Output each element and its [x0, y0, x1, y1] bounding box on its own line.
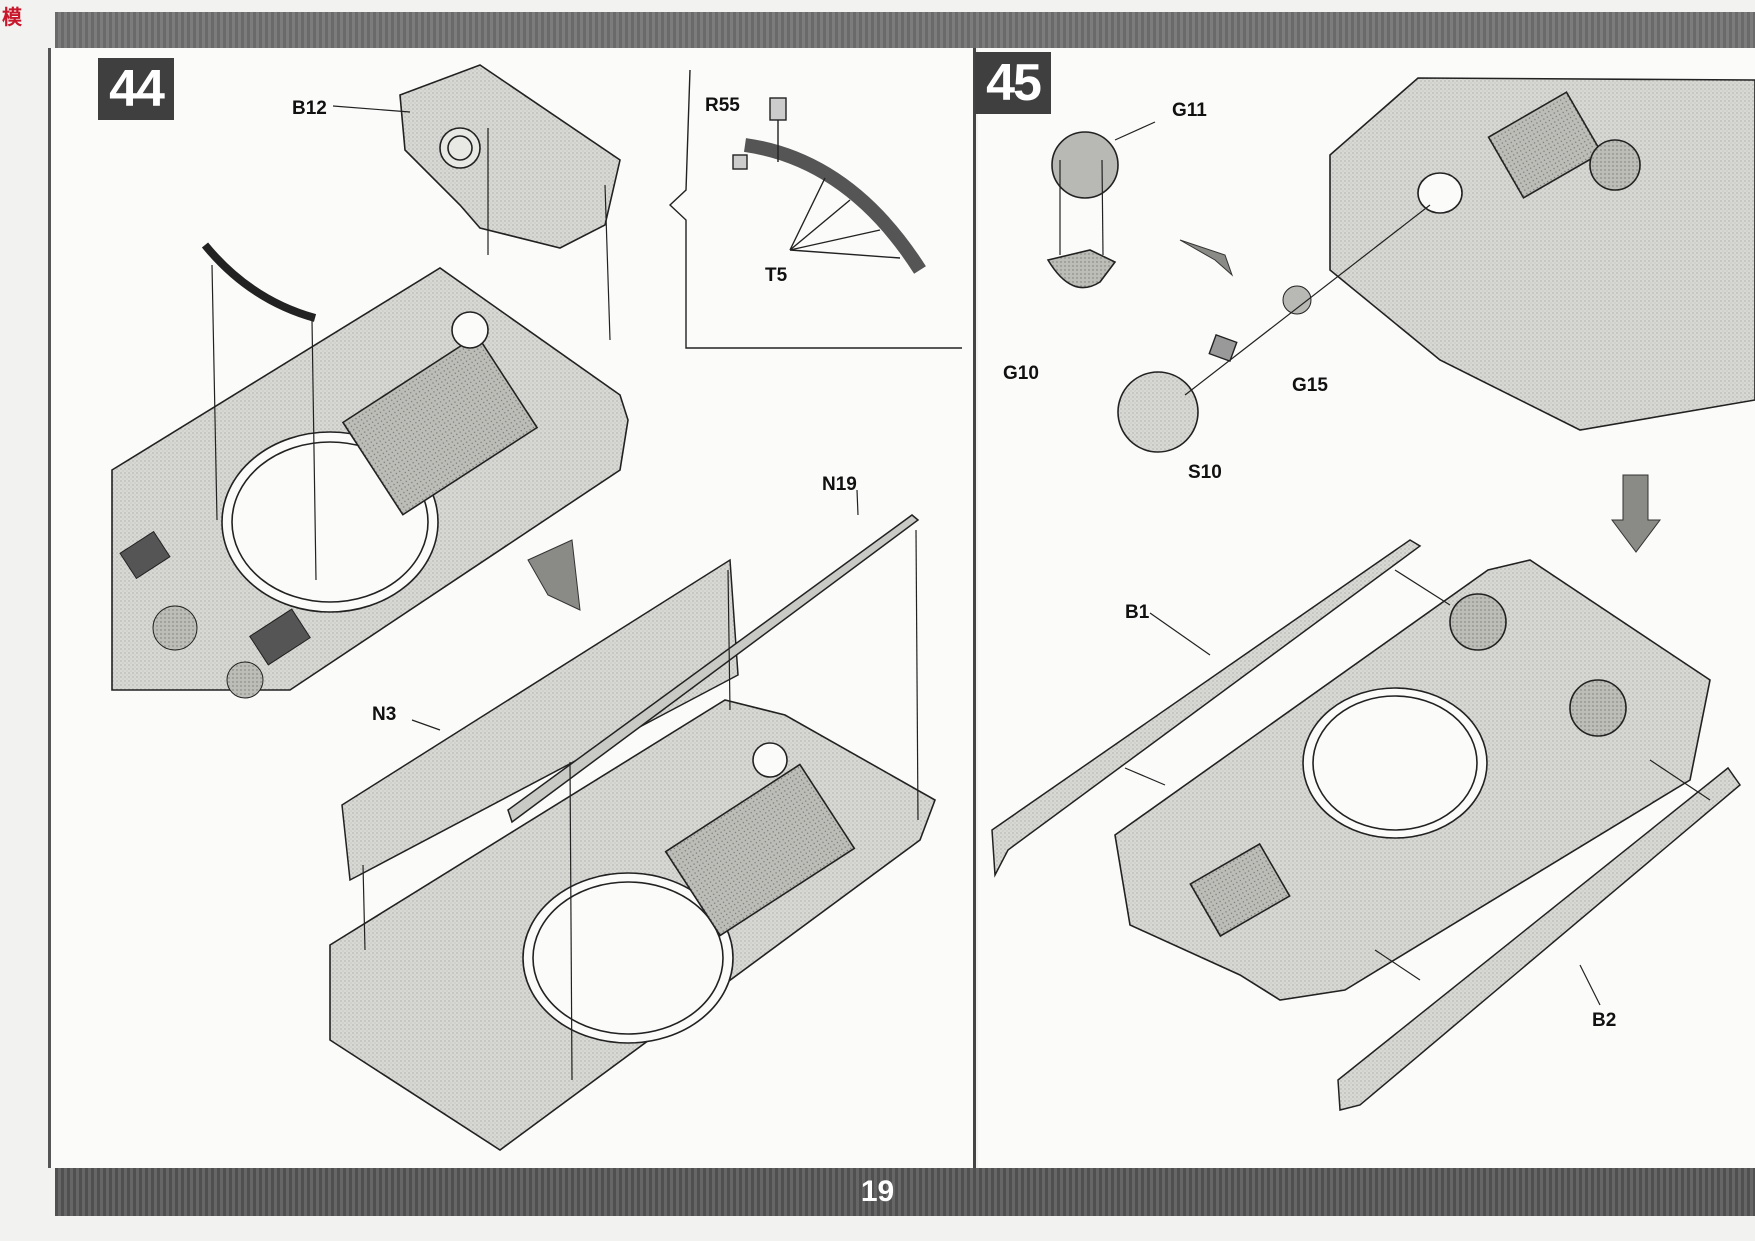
label-b2: B2 — [1592, 1010, 1617, 1031]
part-curved-rack — [201, 242, 317, 322]
label-b1: B1 — [1125, 602, 1150, 623]
assembly-lines-44-upper — [211, 105, 611, 581]
step-number-44: 44 — [98, 58, 174, 120]
engine-deck-grilles-step44 — [119, 530, 311, 699]
step44-direction-arrow — [527, 539, 581, 611]
bottom-border-band — [55, 1168, 1755, 1216]
hull-top-step44-upper — [111, 267, 629, 691]
page-number: 19 — [860, 1175, 895, 1208]
step45-arrow-down — [1611, 474, 1661, 553]
step-number-45: 45 — [975, 52, 1051, 114]
step45-arrow-right — [1179, 239, 1234, 277]
part-g11 — [1051, 131, 1119, 199]
label-r55: R55 — [705, 95, 740, 116]
part-n19-strip — [507, 514, 920, 824]
label-g11: G11 — [1172, 100, 1207, 121]
part-n3-plate — [341, 558, 739, 882]
assembly-lines-44-lower — [362, 489, 919, 1081]
hull-top-step44-lower — [329, 699, 936, 1151]
step-divider — [973, 48, 976, 1168]
part-ball — [1282, 285, 1312, 315]
assembly-lines-45-upper — [1059, 121, 1431, 396]
part-b12-plate — [399, 64, 621, 249]
watermark-logo: 模 — [2, 6, 72, 40]
part-s10 — [1117, 371, 1199, 453]
label-t5: T5 — [765, 265, 788, 286]
inset-detail-box — [668, 69, 962, 349]
part-g15 — [1208, 333, 1238, 363]
assembly-lines-45-lower — [1124, 569, 1711, 1006]
label-n19: N19 — [822, 474, 857, 495]
part-g10 — [1046, 249, 1117, 289]
label-g10: G10 — [1003, 363, 1039, 384]
part-b1-strip — [991, 539, 1422, 878]
top-border-band — [55, 12, 1755, 48]
label-n3: N3 — [372, 704, 397, 725]
part-b2-strip — [1337, 766, 1742, 1111]
label-b12: B12 — [292, 98, 327, 119]
label-g15: G15 — [1292, 375, 1328, 396]
hull-rear-step45-upper — [1329, 77, 1755, 431]
hull-step45-lower — [1114, 559, 1711, 1001]
label-s10: S10 — [1188, 462, 1222, 483]
watermark-logo-text: 模 — [2, 5, 22, 29]
